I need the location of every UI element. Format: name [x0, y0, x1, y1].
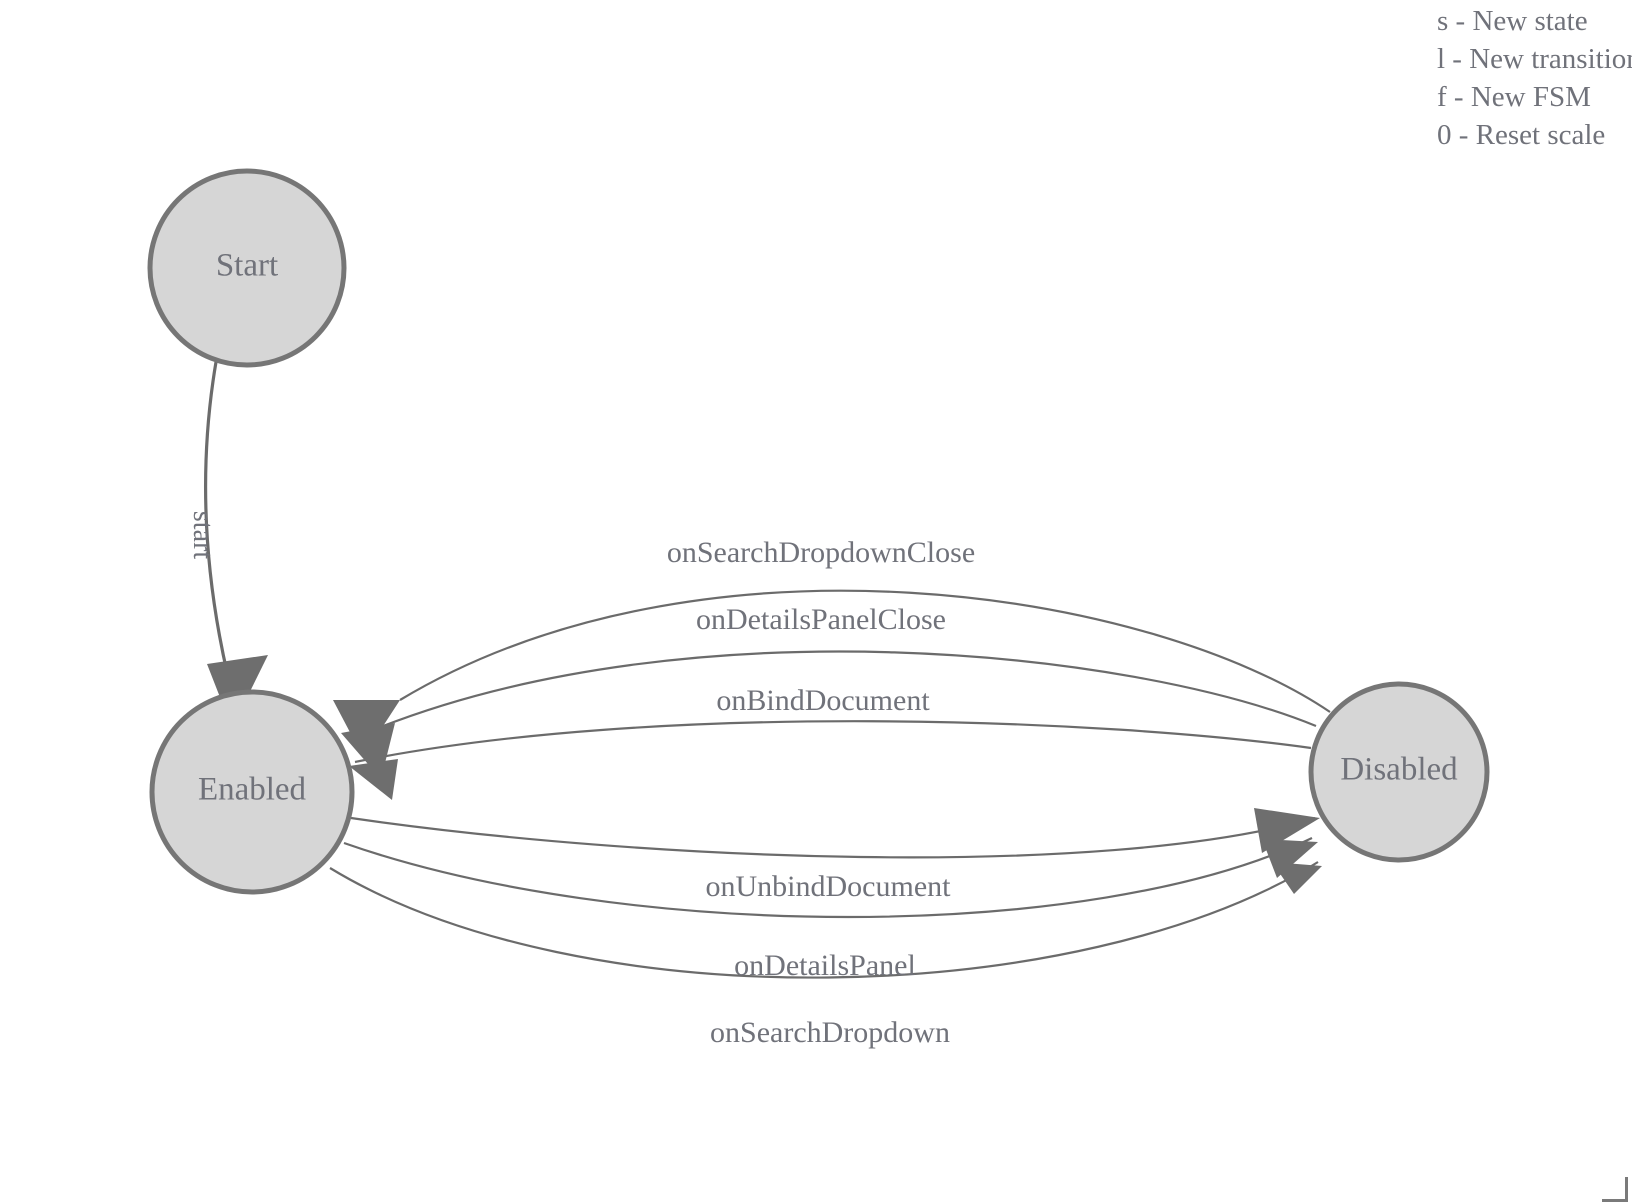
edge-label-onUnbindDocument: onUnbindDocument	[706, 870, 952, 903]
edge-label-onDetailsPanelClose: onDetailsPanelClose	[696, 603, 946, 636]
arrowhead-onDetailsPanel	[1262, 839, 1318, 878]
node-disabled-label: Disabled	[1340, 752, 1458, 788]
edge-onDetailsPanelClose[interactable]	[377, 650, 1317, 730]
node-enabled-label: Enabled	[198, 772, 307, 808]
edge-label-onSearchDropdown: onSearchDropdown	[710, 1016, 950, 1049]
arrowhead-onSearchDropdown	[1272, 862, 1322, 894]
node-disabled[interactable]	[1308, 681, 1490, 863]
edge-onSearchDropdownClose[interactable]	[399, 589, 1331, 713]
edge-onBindDocument[interactable]	[354, 720, 1312, 764]
help-line-new-transition: l - New transition	[1437, 43, 1632, 75]
help-line-new-state: s - New state	[1437, 5, 1588, 37]
node-start-label: Start	[216, 248, 278, 284]
arrowhead-onBindDocument	[349, 759, 398, 800]
help-overlay: s - New state l - New transition f - New…	[1427, 0, 1632, 154]
resize-handle-vertical-bar	[1625, 1177, 1628, 1202]
node-start[interactable]	[147, 168, 347, 368]
edge-label-onBindDocument: onBindDocument	[716, 684, 930, 717]
help-line-reset-scale: 0 - Reset scale	[1437, 119, 1606, 151]
help-line-new-fsm: f - New FSM	[1437, 81, 1591, 113]
edge-onSearchDropdown[interactable]	[329, 861, 1319, 979]
resize-handle-horizontal-bar	[1602, 1199, 1628, 1202]
edge-onDetailsPanel[interactable]	[343, 837, 1313, 919]
edge-label-onDetailsPanel: onDetailsPanel	[734, 949, 916, 982]
edge-onUnbindDocument[interactable]	[350, 816, 1316, 859]
resize-handle[interactable]	[1602, 1176, 1628, 1202]
node-enabled[interactable]	[149, 689, 355, 895]
edge-label-start: start	[187, 511, 218, 559]
edge-label-onSearchDropdownClose: onSearchDropdownClose	[667, 536, 975, 569]
